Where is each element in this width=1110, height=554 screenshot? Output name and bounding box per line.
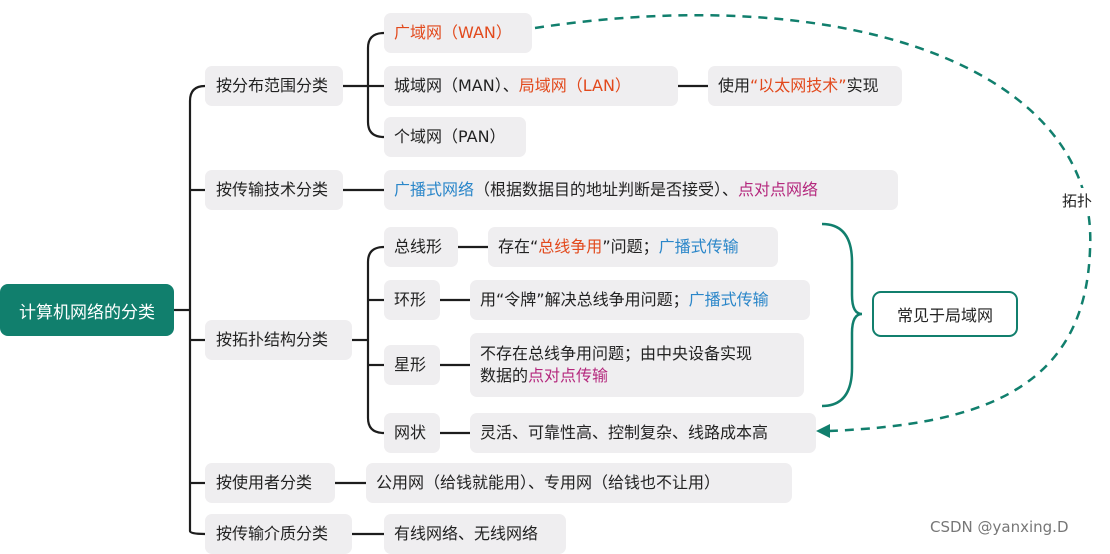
category-medium: 按传输介质分类	[205, 514, 352, 554]
common-in-lan-label: 常见于局域网	[896, 306, 993, 325]
root-node: 计算机网络的分类	[0, 284, 174, 336]
ethernet-suffix: 实现	[846, 76, 879, 95]
star-desc-line2-prefix: 数据的	[480, 366, 529, 385]
technique-p2p: 点对点网络	[738, 180, 819, 199]
category-medium-label: 按传输介质分类	[216, 524, 329, 543]
topology-star-desc: 不存在总线争用问题；由中央设备实现 数据的点对点传输	[470, 333, 804, 397]
category-technique: 按传输技术分类	[205, 170, 343, 210]
bus-desc-blue: 广播式传输	[658, 237, 739, 256]
topology-star: 星形	[384, 345, 440, 385]
bus-desc-highlight: 总线争用	[538, 237, 603, 256]
technique-broadcast: 广播式网络	[394, 180, 475, 199]
topology-mesh-desc: 灵活、可靠性高、控制复杂、线路成本高	[470, 413, 816, 453]
mesh-desc: 灵活、可靠性高、控制复杂、线路成本高	[480, 423, 769, 442]
topology-mesh: 网状	[384, 413, 440, 453]
common-in-lan-note: 常见于局域网	[872, 291, 1018, 337]
bus-desc-suffix: ”问题；	[602, 237, 659, 256]
technique-middle: （根据数据目的地址判断是否接受）、	[474, 180, 739, 199]
ethernet-prefix: 使用	[718, 76, 751, 95]
ring-desc-prefix: 用“令牌”解决总线争用问题；	[480, 290, 689, 309]
range-ethernet: 使用“以太网技术”实现	[708, 66, 902, 106]
medium-desc: 有线网络、无线网络	[384, 514, 566, 554]
category-topology: 按拓扑结构分类	[205, 320, 352, 360]
star-desc-line2-purple: 点对点传输	[528, 366, 609, 385]
topology-ring: 环形	[384, 280, 440, 320]
topology-arrow-label: 拓扑	[1060, 188, 1095, 213]
range-man-lan: 城域网（MAN）、局域网（LAN）	[384, 66, 678, 106]
star-desc-line1: 不存在总线争用问题；由中央设备实现	[480, 344, 753, 363]
topology-mesh-label: 网状	[394, 423, 427, 442]
topology-bus-desc: 存在“总线争用”问题；广播式传输	[488, 227, 778, 267]
range-wan-label: 广域网（WAN）	[394, 23, 512, 42]
category-technique-label: 按传输技术分类	[216, 180, 329, 199]
range-lan-label: 局域网（LAN）	[518, 76, 631, 95]
technique-desc: 广播式网络（根据数据目的地址判断是否接受）、点对点网络	[384, 170, 898, 210]
category-range: 按分布范围分类	[205, 66, 343, 106]
category-user: 按使用者分类	[205, 463, 335, 503]
bus-desc-prefix: 存在“	[498, 237, 539, 256]
topology-star-label: 星形	[394, 355, 427, 374]
range-pan: 个域网（PAN）	[384, 117, 526, 157]
category-topology-label: 按拓扑结构分类	[216, 330, 329, 349]
watermark: CSDN @yanxing.D	[930, 518, 1069, 536]
ring-desc-blue: 广播式传输	[688, 290, 769, 309]
medium-desc-label: 有线网络、无线网络	[394, 524, 539, 543]
category-user-label: 按使用者分类	[216, 473, 313, 492]
ethernet-highlight: “以太网技术”	[750, 76, 847, 95]
user-desc-label: 公用网（给钱就能用）、专用网（给钱也不让用）	[376, 473, 721, 492]
topology-ring-desc: 用“令牌”解决总线争用问题；广播式传输	[470, 280, 810, 320]
range-wan: 广域网（WAN）	[384, 13, 532, 53]
range-pan-label: 个域网（PAN）	[394, 127, 506, 146]
topology-bus: 总线形	[384, 227, 458, 267]
range-man-label: 城域网（MAN）、	[394, 76, 519, 95]
topology-ring-label: 环形	[394, 290, 427, 309]
user-desc: 公用网（给钱就能用）、专用网（给钱也不让用）	[366, 463, 792, 503]
topology-bus-label: 总线形	[394, 237, 443, 256]
category-range-label: 按分布范围分类	[216, 76, 329, 95]
